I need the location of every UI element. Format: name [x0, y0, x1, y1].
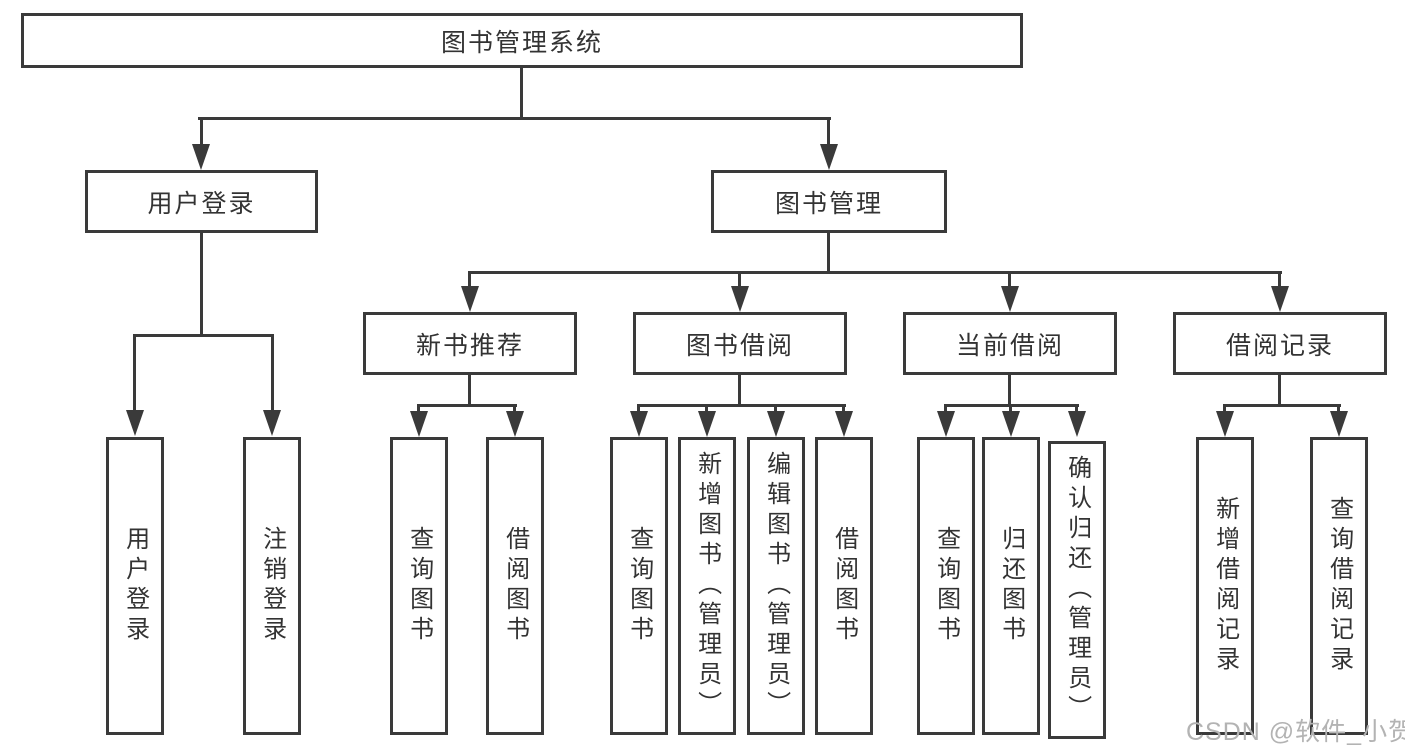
connector-root-stem [520, 68, 523, 120]
leaf-borrow-books-borrowing: 借阅图书 [815, 437, 873, 735]
connector-drop-new-book [468, 271, 471, 291]
arrow-down-icon [835, 411, 853, 437]
leaf-edit-book-admin-label: 编辑图书（管理员） [762, 451, 790, 721]
connector-book-mgmt-stem [827, 233, 830, 273]
connector-drop [1075, 404, 1078, 414]
leaf-query-borrow-record: 查询借阅记录 [1310, 437, 1368, 735]
connector-drop [944, 404, 947, 414]
arrow-down-icon [937, 411, 955, 437]
connector-user-login-stem [200, 233, 203, 336]
connector-drop [1337, 404, 1340, 414]
node-user-login-label: 用户登录 [147, 189, 256, 218]
arrow-down-icon [731, 286, 749, 312]
arrow-down-icon [1001, 286, 1019, 312]
node-borrowing-records: 借阅记录 [1173, 312, 1387, 375]
connector-borrow-record-rail [1223, 404, 1341, 407]
leaf-query-books-recommend: 查询图书 [390, 437, 448, 735]
leaf-confirm-return-admin: 确认归还（管理员） [1048, 441, 1106, 739]
connector-drop [705, 404, 708, 414]
connector-book-borrow-stem [738, 375, 741, 406]
leaf-query-borrow-record-label: 查询借阅记录 [1325, 496, 1353, 676]
arrow-down-icon [767, 411, 785, 437]
arrow-down-icon [1271, 286, 1289, 312]
arrow-down-icon [126, 410, 144, 436]
leaf-query-books-label: 查询图书 [932, 526, 960, 646]
node-book-management-label: 图书管理 [774, 189, 883, 218]
leaf-borrow-books-recommend: 借阅图书 [486, 437, 544, 735]
leaf-return-books-label: 归还图书 [997, 526, 1025, 646]
node-borrowing-records-label: 借阅记录 [1225, 331, 1334, 360]
leaf-add-borrow-record-label: 新增借阅记录 [1211, 496, 1239, 676]
node-book-management: 图书管理 [711, 170, 947, 233]
arrow-down-icon [263, 410, 281, 436]
leaf-return-books: 归还图书 [982, 437, 1040, 735]
arrow-down-icon [461, 286, 479, 312]
arrow-down-icon [1002, 411, 1020, 437]
node-book-borrowing-label: 图书借阅 [685, 331, 794, 360]
connector-drop-borrow-record [1278, 271, 1281, 291]
leaf-borrow-books-label: 借阅图书 [830, 526, 858, 646]
leaf-add-book-admin-label: 新增图书（管理员） [693, 451, 721, 721]
arrow-down-icon [820, 144, 838, 170]
leaf-confirm-return-admin-label: 确认归还（管理员） [1063, 455, 1091, 725]
connector-drop [842, 404, 845, 414]
leaf-query-books-current: 查询图书 [917, 437, 975, 735]
leaf-logout: 注销登录 [243, 437, 301, 735]
connector-drop-book-mgmt [827, 117, 830, 147]
leaf-user-login-label: 用户登录 [121, 526, 149, 646]
connector-drop [417, 404, 420, 414]
connector-drop-book-borrow [738, 271, 741, 291]
connector-level2-rail [198, 117, 831, 120]
leaf-query-books-borrowing: 查询图书 [610, 437, 668, 735]
arrow-down-icon [698, 411, 716, 437]
node-root-label: 图书管理系统 [440, 28, 603, 57]
arrow-down-icon [1068, 411, 1086, 437]
arrow-down-icon [192, 144, 210, 170]
leaf-add-borrow-record: 新增借阅记录 [1196, 437, 1254, 735]
arrow-down-icon [1216, 411, 1234, 437]
arrow-down-icon [506, 411, 524, 437]
node-current-borrowing-label: 当前借阅 [955, 331, 1064, 360]
node-user-login: 用户登录 [85, 170, 318, 233]
connector-new-book-rail [417, 404, 517, 407]
csdn-watermark: CSDN @软件_小贺同学 [1186, 718, 1405, 746]
leaf-borrow-books-label: 借阅图书 [501, 526, 529, 646]
node-book-borrowing: 图书借阅 [633, 312, 847, 375]
connector-user-login-rail [133, 334, 274, 337]
leaf-edit-book-admin: 编辑图书（管理员） [747, 437, 805, 735]
node-new-book-recommend-label: 新书推荐 [415, 331, 524, 360]
connector-drop-user-login [200, 117, 203, 147]
arrow-down-icon [410, 411, 428, 437]
connector-drop-leaf-logout [271, 334, 274, 412]
leaf-add-book-admin: 新增图书（管理员） [678, 437, 736, 735]
connector-drop [1223, 404, 1226, 414]
connector-level3-rail [468, 271, 1282, 274]
node-new-book-recommend: 新书推荐 [363, 312, 577, 375]
leaf-query-books-label: 查询图书 [625, 526, 653, 646]
connector-drop [1009, 404, 1012, 414]
connector-drop [513, 404, 516, 414]
leaf-user-login: 用户登录 [106, 437, 164, 735]
arrow-down-icon [1330, 411, 1348, 437]
leaf-query-books-label: 查询图书 [405, 526, 433, 646]
connector-drop-current-borrow [1008, 271, 1011, 291]
leaf-logout-label: 注销登录 [258, 526, 286, 646]
connector-new-book-stem [468, 375, 471, 406]
connector-current-borrow-stem [1008, 375, 1011, 406]
connector-drop [637, 404, 640, 414]
connector-drop-leaf-user-login [133, 334, 136, 412]
connector-book-borrow-rail [637, 404, 846, 407]
connector-borrow-record-stem [1278, 375, 1281, 406]
node-root-library-system: 图书管理系统 [21, 13, 1023, 68]
arrow-down-icon [630, 411, 648, 437]
node-current-borrowing: 当前借阅 [903, 312, 1117, 375]
connector-drop [774, 404, 777, 414]
